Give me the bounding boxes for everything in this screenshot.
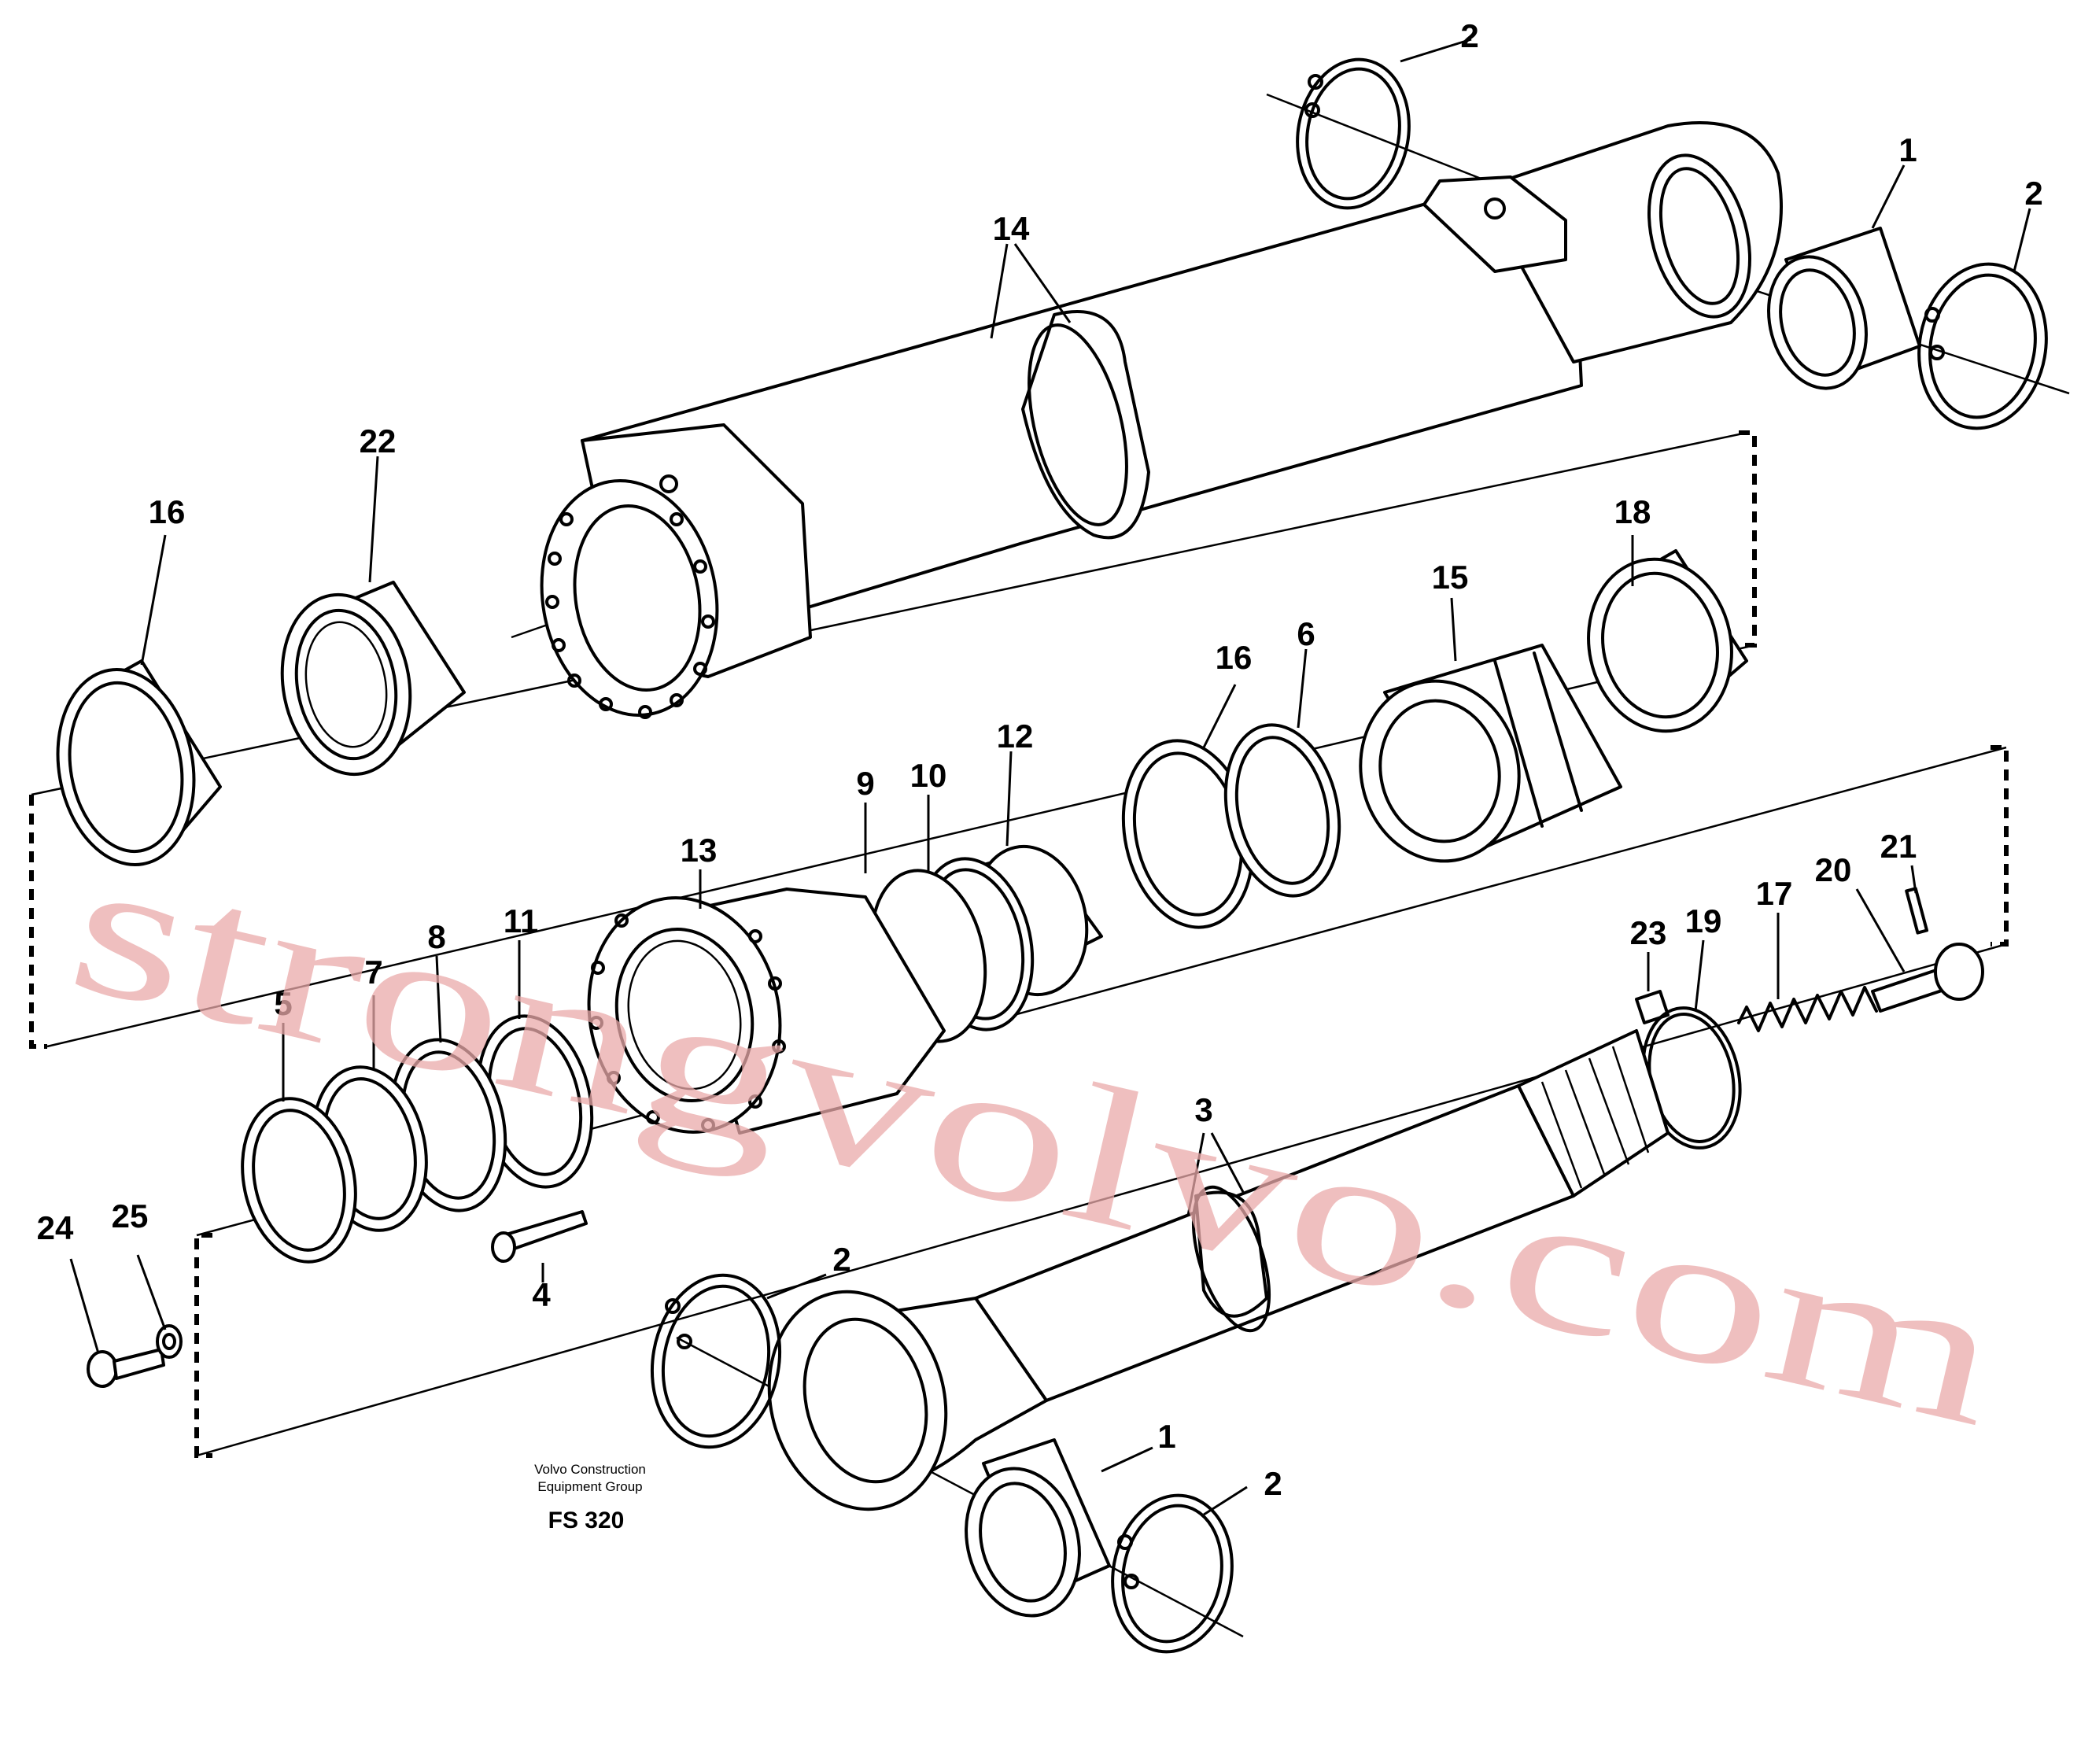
caption-block: Volvo Construction Equipment Group FS 32… (534, 1462, 646, 1533)
piston-ring-6 (1223, 723, 1341, 898)
callout-label: 18 (1614, 493, 1651, 530)
bushing-lower (965, 1438, 1111, 1618)
callout-label: 2 (832, 1241, 850, 1278)
callout-label: 22 (360, 423, 397, 459)
caption-line-2: Equipment Group (537, 1479, 642, 1494)
callout-label: 9 (856, 765, 874, 802)
callout-label: 21 (1880, 828, 1917, 865)
circlip-lower-right (1111, 1493, 1234, 1654)
callout-label: 3 (1194, 1091, 1212, 1128)
pin-21 (1905, 887, 1929, 935)
callout-label: 15 (1432, 559, 1469, 596)
caption-line-1: Volvo Construction (534, 1462, 646, 1477)
piston-rod (767, 1029, 1670, 1511)
callout-label: 11 (504, 902, 538, 939)
callout-label: 16 (1216, 639, 1253, 676)
caption-code: FS 320 (548, 1508, 625, 1533)
callout-label: 25 (112, 1198, 149, 1234)
callout-label: 1 (1157, 1418, 1175, 1455)
ring-16-left (56, 659, 222, 866)
plug-23 (1635, 990, 1670, 1024)
callout-label: 12 (997, 718, 1034, 755)
flange-bolt-holes (545, 512, 715, 719)
circlip-lower-left (650, 1273, 782, 1449)
callout-label: 2 (1460, 17, 1478, 54)
cylinder-tube (540, 121, 1783, 719)
head-bolt-holes (589, 913, 786, 1132)
bushing-upper-right (1767, 227, 1921, 390)
callout-label: 14 (993, 210, 1030, 247)
callout-label: 2 (2024, 175, 2042, 212)
callout-label: 17 (1756, 875, 1793, 912)
circlip-upper-left (1296, 57, 1411, 210)
circlip-upper-right (1917, 262, 2048, 430)
callout-label: 19 (1685, 902, 1722, 939)
callout-label: 2 (1264, 1465, 1282, 1502)
callout-label: 7 (364, 954, 382, 991)
callout-label: 16 (149, 493, 186, 530)
ring-18 (1587, 549, 1748, 733)
callout-label: 10 (910, 757, 947, 794)
callout-label: 24 (37, 1209, 74, 1246)
group-frame-lower (194, 745, 2009, 1458)
ring-22 (280, 581, 466, 777)
callout-label: 20 (1815, 851, 1852, 888)
callout-label: 6 (1297, 615, 1315, 652)
valve-pin-20 (1871, 943, 1984, 1013)
screw-24 (87, 1348, 165, 1388)
callout-label: 1 (1898, 131, 1917, 168)
cylinder-head-13 (587, 888, 946, 1135)
callout-labels: 2 1 2 14 22 16 18 15 16 6 12 10 9 13 11 … (37, 17, 2043, 1502)
screw-4 (491, 1210, 588, 1263)
piston-15 (1359, 644, 1622, 863)
callout-label: 4 (532, 1276, 551, 1313)
callout-label: 8 (427, 918, 445, 955)
callout-label: 13 (681, 832, 718, 869)
callout-label: 5 (274, 985, 292, 1022)
washer-25 (156, 1324, 183, 1359)
wiper-5 (241, 1097, 357, 1264)
callout-label: 23 (1630, 914, 1667, 951)
leader-lines (69, 38, 2031, 1516)
spring-17 (1737, 986, 1878, 1032)
